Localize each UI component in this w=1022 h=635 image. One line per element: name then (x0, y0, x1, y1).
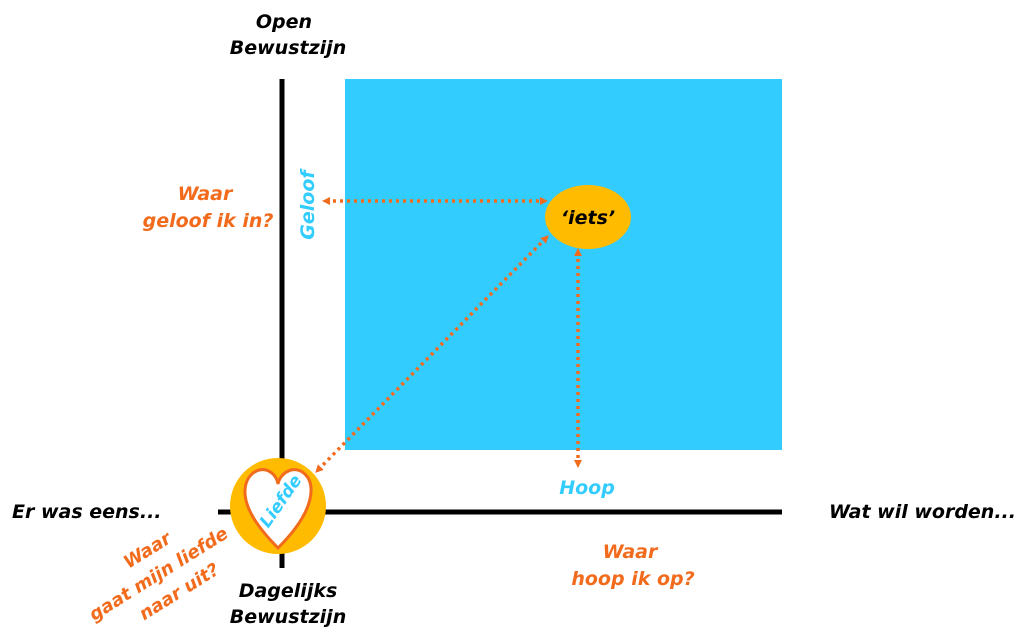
hoop-question-2: hoop ik op? (571, 568, 694, 590)
iets-label: ‘iets’ (561, 207, 615, 229)
quadrant-area (345, 79, 782, 450)
right-axis-label: Wat wil worden... (829, 501, 1016, 523)
iets-node (545, 185, 631, 249)
heart-icon (243, 468, 313, 551)
top-axis-label-2: Bewustzijn (230, 37, 346, 59)
hoop-question-1: Waar (603, 541, 659, 563)
geloof-question-1: Waar (178, 183, 234, 205)
bottom-axis-label-1: Dagelijks (239, 580, 338, 602)
liefde-arrow (315, 235, 549, 473)
hoop-label: Hoop (559, 477, 615, 499)
top-axis-label-1: Open (256, 11, 312, 33)
geloof-label: Geloof (297, 168, 319, 240)
bottom-axis-label-2: Bewustzijn (230, 606, 346, 628)
geloof-question-2: geloof ik in? (143, 210, 274, 232)
left-axis-label: Er was eens... (12, 501, 162, 523)
